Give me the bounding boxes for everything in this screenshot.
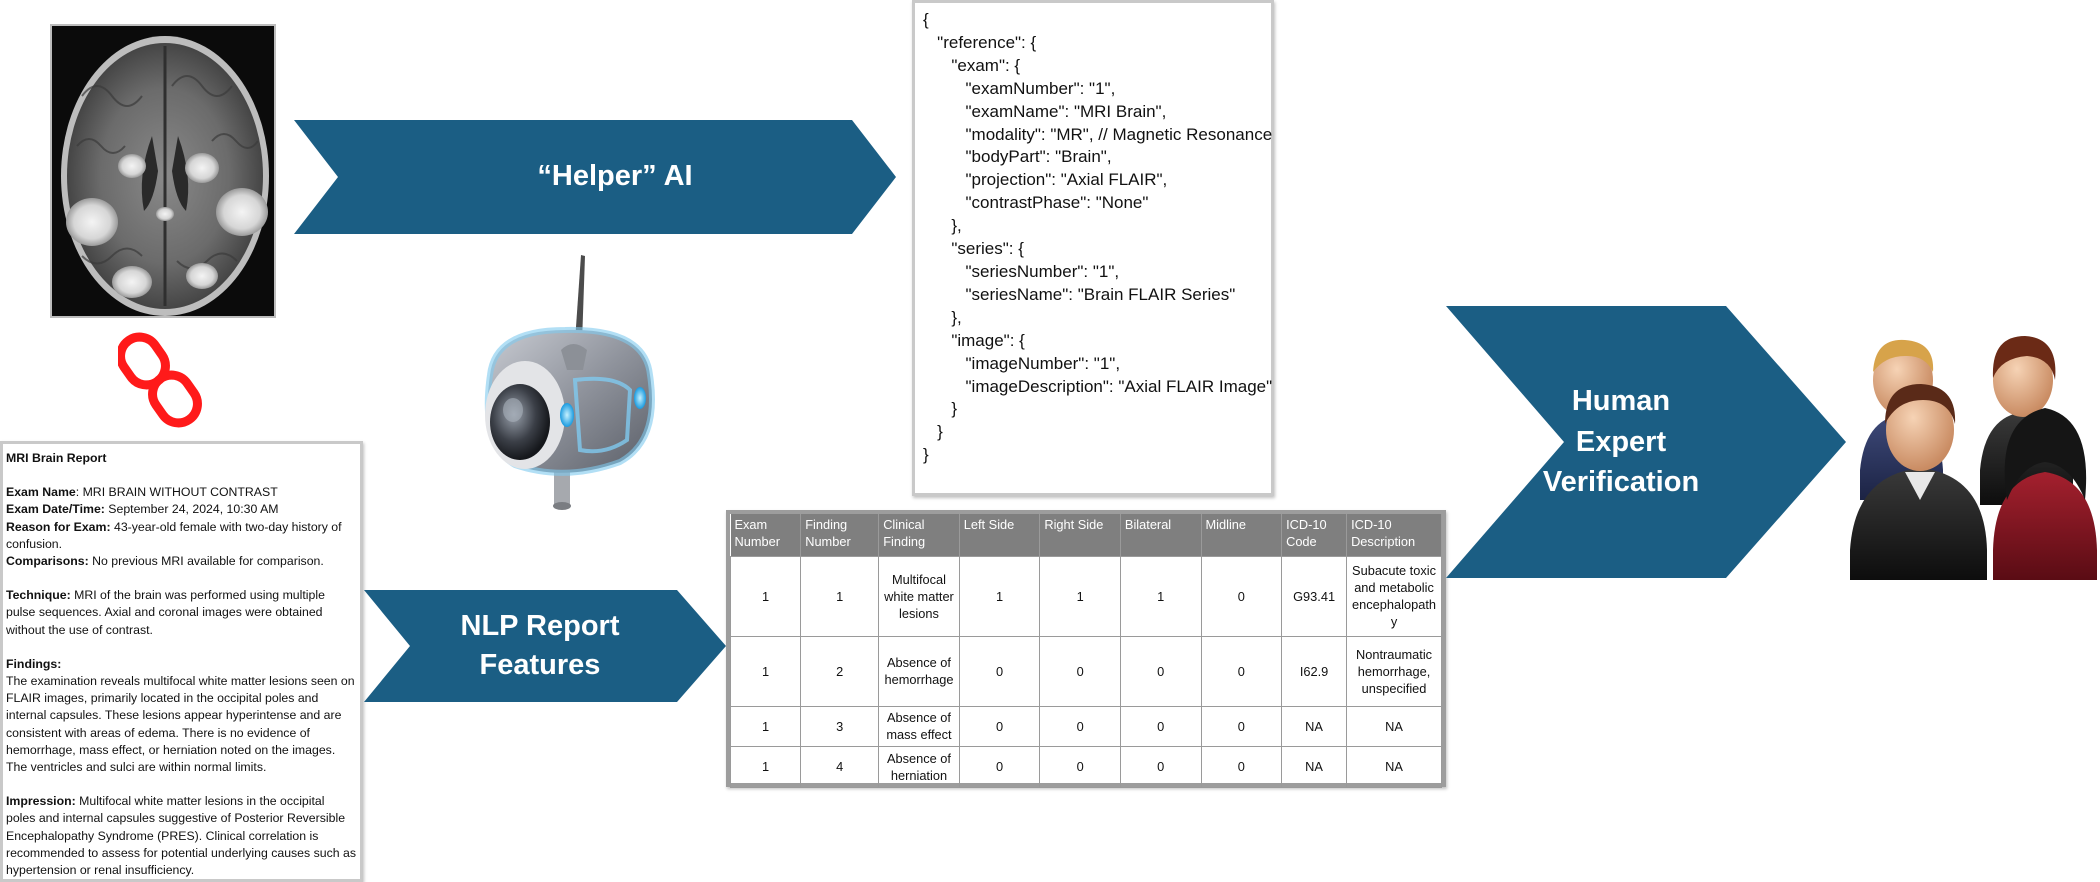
json-reference-text: { "reference": { "exam": { "examNumber":… — [923, 10, 1273, 465]
table-header-cell: ICD-10 Description — [1346, 514, 1442, 556]
table-cell: 0 — [1119, 745, 1202, 788]
human-verification-arrow: Human Expert Verification — [1446, 306, 1846, 578]
table-header-cell: Clinical Finding — [878, 514, 960, 556]
table-cell: 0 — [958, 705, 1041, 747]
table-cell: Absence of hemorrhage — [878, 635, 960, 707]
table-cell: Multifocal white matter lesions — [878, 555, 960, 637]
nlp-features-label: NLP Report Features — [460, 609, 620, 681]
table-cell: NA — [1346, 705, 1442, 747]
table-cell: NA — [1281, 705, 1348, 747]
table-cell: Absence of herniation — [878, 745, 960, 788]
table-cell: 0 — [1039, 745, 1121, 788]
report-reason: Reason for Exam: 43-year-old female with… — [6, 519, 342, 551]
table-cell: G93.41 — [1281, 555, 1348, 637]
table-header-cell: Midline — [1201, 514, 1283, 556]
table-cell: NA — [1281, 745, 1348, 788]
table-header-cell: Bilateral — [1120, 514, 1202, 556]
table-cell: 1 — [1039, 555, 1121, 637]
table-header-cell: Left Side — [959, 514, 1041, 556]
table-cell: 1 — [729, 745, 802, 788]
table-cell: 1 — [729, 635, 802, 707]
table-cell: 4 — [800, 745, 880, 788]
brain-mri-scan — [52, 26, 274, 316]
helper-ai-arrow: “Helper” AI — [294, 120, 896, 234]
table-cell: 1 — [729, 555, 802, 637]
chain-link-icon — [116, 330, 208, 430]
table-cell: 2 — [800, 635, 880, 707]
table-cell: 1 — [958, 555, 1041, 637]
table-cell: Subacute toxic and metabolic encephalopa… — [1346, 555, 1442, 637]
table-cell: 0 — [1200, 705, 1283, 747]
table-cell: 1 — [800, 555, 880, 637]
table-cell: NA — [1346, 745, 1442, 788]
table-cell: 0 — [1200, 635, 1283, 707]
human-verification-label: Human Expert Verification — [1542, 385, 1700, 499]
table-cell: Absence of mass effect — [878, 705, 960, 747]
report-exam-date: Exam Date/Time: September 24, 2024, 10:3… — [6, 502, 279, 517]
table-header-cell: Exam Number — [730, 514, 802, 556]
report-title: MRI Brain Report — [6, 451, 107, 465]
table-cell: 0 — [1119, 635, 1202, 707]
robot-icon — [455, 250, 675, 515]
mri-report-panel: MRI Brain Report Exam Name: MRI BRAIN WI… — [0, 441, 363, 882]
people-group-icon — [1845, 300, 2100, 580]
table-header-cell: Right Side — [1039, 514, 1121, 556]
table-cell: 0 — [1119, 705, 1202, 747]
table-cell: 0 — [1200, 745, 1283, 788]
table-cell: I62.9 — [1281, 635, 1348, 707]
report-findings-label: Findings: — [6, 656, 62, 671]
report-findings: The examination reveals multifocal white… — [6, 674, 355, 775]
table-cell: 1 — [729, 705, 802, 747]
table-cell: 0 — [1039, 635, 1121, 707]
table-header-cell: Finding Number — [800, 514, 880, 556]
table-cell: 0 — [1200, 555, 1283, 637]
json-reference-panel: { "reference": { "exam": { "examNumber":… — [912, 0, 1274, 496]
table-cell: 0 — [1039, 705, 1121, 747]
table-cell: 3 — [800, 705, 880, 747]
table-cell: Nontraumatic hemorrhage, unspecified — [1346, 635, 1442, 707]
brain-mri-image — [50, 24, 276, 318]
helper-ai-label: “Helper” AI — [537, 160, 693, 193]
report-comparisons: Comparisons: No previous MRI available f… — [6, 554, 324, 569]
table-cell: 0 — [958, 635, 1041, 707]
report-exam-name: Exam Name: MRI BRAIN WITHOUT CONTRAST — [6, 485, 278, 500]
table-cell: 1 — [1119, 555, 1202, 637]
table-cell: 0 — [958, 745, 1041, 788]
table-header-cell: ICD-10 Code — [1281, 514, 1348, 556]
nlp-features-arrow: NLP Report Features — [364, 590, 726, 702]
report-impression: Impression: Multifocal white matter lesi… — [6, 794, 356, 878]
report-technique: Technique: MRI of the brain was performe… — [6, 588, 325, 637]
